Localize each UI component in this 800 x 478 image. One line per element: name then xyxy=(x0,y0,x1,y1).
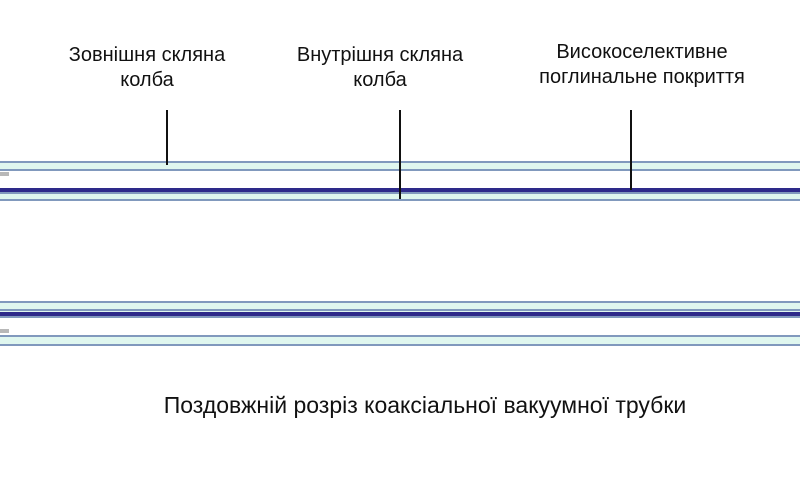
label-coating: Високоселективне поглинальне покриття xyxy=(539,40,745,90)
inner-glass-edge xyxy=(0,309,800,311)
leader-line-inner xyxy=(399,110,401,199)
coating-edge xyxy=(0,316,800,318)
inner-glass-edge xyxy=(0,301,800,303)
label-outer-glass: Зовнішня скляна колба xyxy=(69,43,225,93)
label-line: Зовнішня скляна xyxy=(68,44,226,66)
label-line: поглинальне покриття xyxy=(539,66,745,88)
coating-bottom xyxy=(0,312,800,316)
leader-line-outer xyxy=(166,110,168,165)
outer-glass-edge xyxy=(0,335,800,337)
end-cap xyxy=(0,172,9,176)
outer-glass-edge xyxy=(0,344,800,346)
inner-glass-edge xyxy=(0,199,800,201)
diagram-caption: Поздовжній розріз коаксіальної вакуумної… xyxy=(163,392,687,418)
leader-line-coating xyxy=(630,110,632,190)
label-line: Внутрішня скляна xyxy=(296,44,464,66)
outer-glass-bottom xyxy=(0,335,800,346)
label-line: колба xyxy=(353,69,407,91)
label-inner-glass: Внутрішня скляна колба xyxy=(297,43,463,93)
label-line: колба xyxy=(120,69,174,91)
label-line: Високоселективне xyxy=(556,41,728,63)
end-cap xyxy=(0,329,9,333)
